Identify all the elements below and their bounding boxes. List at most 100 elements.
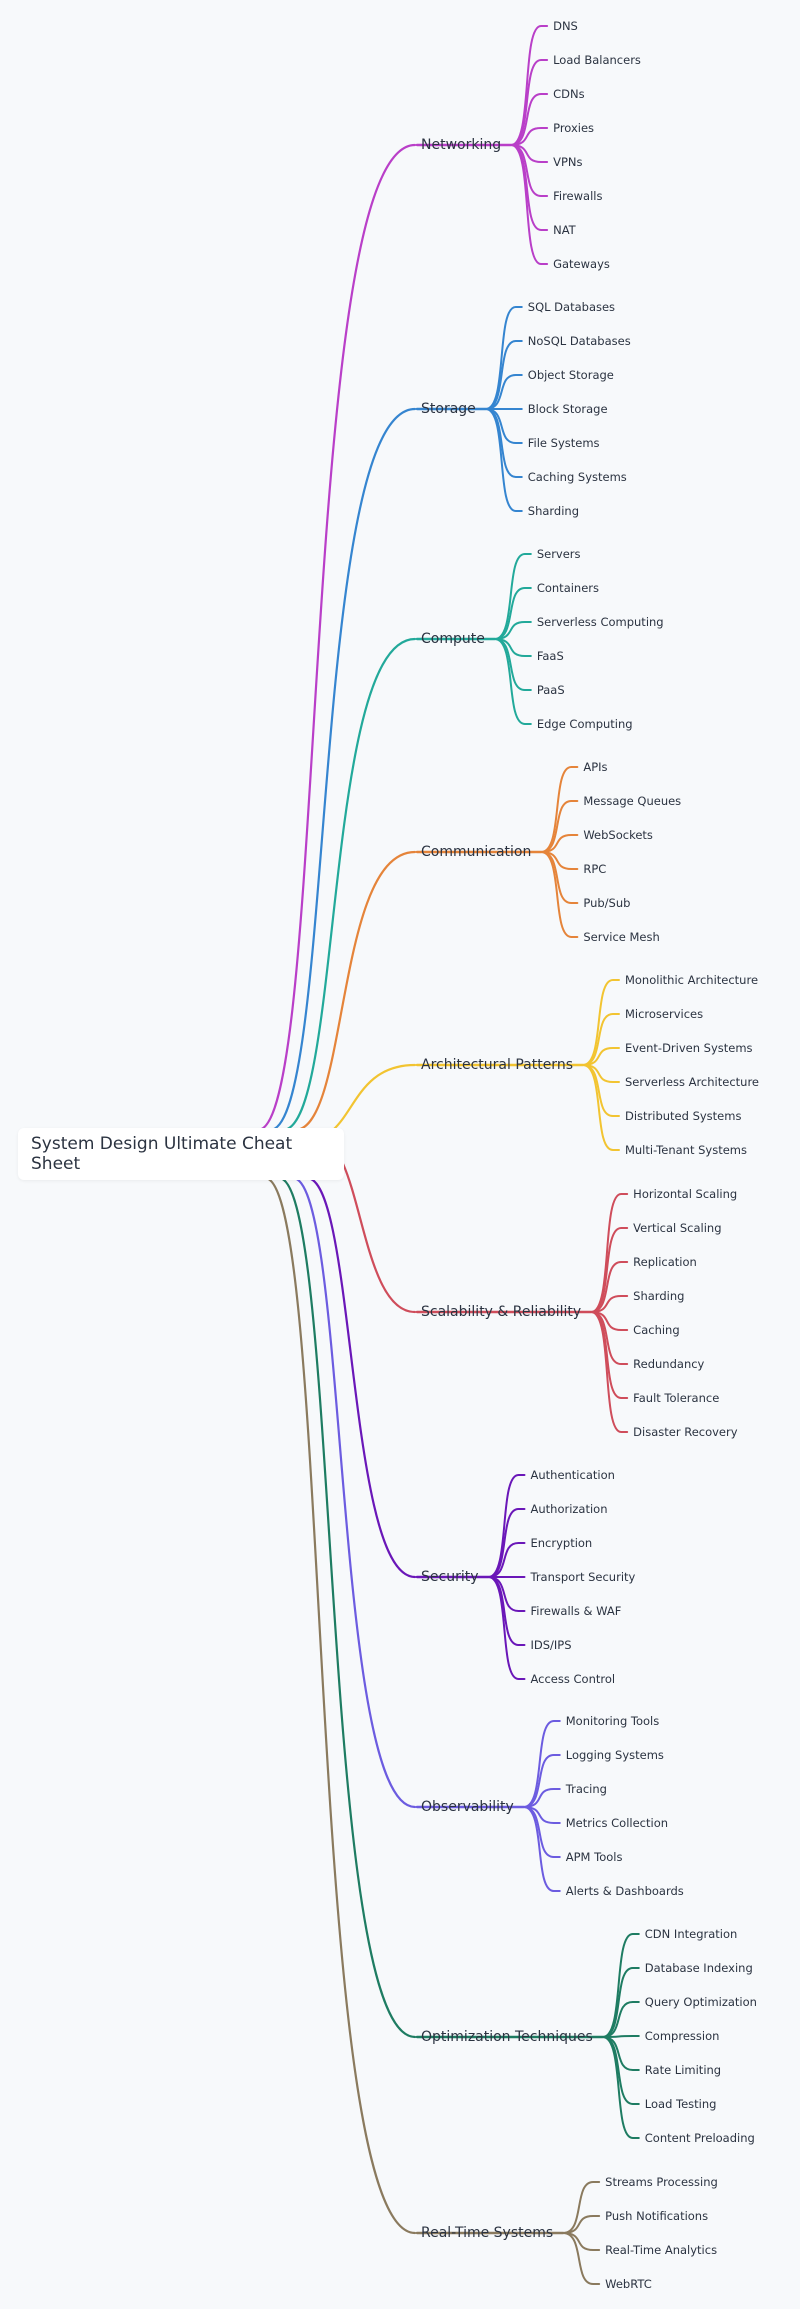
leaf-label[interactable]: Microservices — [624, 1007, 704, 1021]
leaf-label[interactable]: Firewalls — [553, 189, 603, 203]
leaf-label[interactable]: Gateways — [553, 257, 610, 271]
leaf-label[interactable]: Event-Driven Systems — [624, 1041, 753, 1055]
leaf-connector — [590, 1261, 629, 1313]
leaf-label[interactable]: APIs — [583, 760, 608, 774]
leaf-connector — [510, 144, 549, 265]
leaf-label[interactable]: File Systems — [527, 436, 600, 450]
leaf-label[interactable]: Load Testing — [644, 2097, 717, 2111]
leaf-connector — [487, 1576, 526, 1680]
leaf-label[interactable]: NAT — [553, 223, 576, 237]
leaf-label[interactable]: Query Optimization — [644, 1995, 757, 2009]
leaf-label[interactable]: Edge Computing — [536, 717, 633, 731]
leaf-label[interactable]: Sharding — [527, 504, 580, 518]
leaf-label[interactable]: Message Queues — [583, 794, 682, 808]
leaf-label[interactable]: Fault Tolerance — [633, 1391, 720, 1405]
leaf-label[interactable]: RPC — [583, 862, 607, 876]
leaf-label[interactable]: IDS/IPS — [530, 1638, 572, 1652]
leaf-label[interactable]: Serverless Computing — [536, 615, 664, 629]
leaf-label[interactable]: DNS — [553, 19, 578, 33]
branch-label-6[interactable]: Security — [421, 1569, 479, 1585]
branch-label-3[interactable]: Communication — [421, 844, 532, 860]
leaf-label[interactable]: Metrics Collection — [565, 1816, 669, 1830]
leaf-label[interactable]: APM Tools — [565, 1850, 623, 1864]
leaf-label[interactable]: Access Control — [530, 1672, 616, 1686]
leaf-connector — [540, 800, 579, 853]
branch-label-0[interactable]: Networking — [421, 137, 502, 153]
leaf-label[interactable]: VPNs — [553, 155, 583, 169]
leaf-label[interactable]: Object Storage — [527, 368, 614, 382]
leaf-label[interactable]: Logging Systems — [565, 1748, 664, 1762]
leaf-label[interactable]: Pub/Sub — [583, 896, 631, 910]
leaf-label[interactable]: Transport Security — [530, 1570, 636, 1584]
branch-label-5[interactable]: Scalability & Reliability — [421, 1304, 582, 1320]
branch-connector — [305, 1176, 417, 1579]
branch-label-1[interactable]: Storage — [421, 401, 476, 417]
leaf-label[interactable]: Serverless Architecture — [624, 1075, 759, 1089]
leaf-label[interactable]: Tracing — [565, 1782, 607, 1796]
leaf-label[interactable]: Encryption — [530, 1536, 593, 1550]
leaf-label[interactable]: Caching Systems — [527, 470, 627, 484]
leaf-label[interactable]: Real-Time Analytics — [605, 2243, 718, 2257]
leaf-label[interactable]: SQL Databases — [527, 300, 616, 314]
branch-connector — [263, 1176, 417, 2235]
leaf-label[interactable]: Firewalls & WAF — [530, 1604, 622, 1618]
leaf-connector — [493, 638, 532, 725]
branch-label-9[interactable]: Real-Time Systems — [421, 2225, 554, 2241]
branch-label-4[interactable]: Architectural Patterns — [421, 1057, 573, 1073]
leaf-label[interactable]: Block Storage — [527, 402, 608, 416]
leaf-connector — [510, 144, 549, 197]
leaf-label[interactable]: Service Mesh — [583, 930, 660, 944]
leaf-label[interactable]: Replication — [633, 1255, 697, 1269]
leaf-connector — [581, 1013, 620, 1066]
leaf-label[interactable]: Database Indexing — [644, 1961, 753, 1975]
branch-label-8[interactable]: Optimization Techniques — [421, 2029, 593, 2045]
leaf-label[interactable]: CDNs — [553, 87, 585, 101]
leaf-label[interactable]: Horizontal Scaling — [633, 1187, 738, 1201]
leaf-label[interactable]: WebRTC — [605, 2277, 652, 2291]
leaf-connector — [522, 1806, 561, 1892]
leaf-connector — [522, 1720, 561, 1808]
leaf-label[interactable]: Monolithic Architecture — [624, 973, 759, 987]
leaf-label[interactable]: Authentication — [530, 1468, 615, 1482]
leaf-connector — [522, 1788, 561, 1808]
leaf-label[interactable]: Disaster Recovery — [633, 1425, 738, 1439]
leaf-label[interactable]: Rate Limiting — [644, 2063, 722, 2077]
branch-label-2[interactable]: Compute — [421, 631, 485, 647]
leaf-label[interactable]: Load Balancers — [553, 53, 641, 67]
leaf-label[interactable]: FaaS — [536, 649, 564, 663]
leaf-label[interactable]: Vertical Scaling — [633, 1221, 722, 1235]
leaf-label[interactable]: Streams Processing — [605, 2175, 718, 2189]
leaf-label[interactable]: WebSockets — [583, 828, 653, 842]
leaf-label[interactable]: Containers — [536, 581, 600, 595]
leaf-label[interactable]: Compression — [644, 2029, 720, 2043]
leaf-connector — [510, 25, 549, 146]
leaf-connector — [487, 1542, 526, 1578]
branch-connector — [291, 1176, 417, 1809]
leaf-label[interactable]: NoSQL Databases — [527, 334, 631, 348]
leaf-connector — [487, 1576, 526, 1612]
leaf-connector — [562, 2232, 601, 2251]
branch-connector — [277, 1176, 417, 2039]
leaf-connector — [581, 1047, 620, 1066]
leaf-label[interactable]: CDN Integration — [644, 1927, 738, 1941]
leaf-label[interactable]: Redundancy — [633, 1357, 705, 1371]
leaf-connector — [601, 2001, 640, 2038]
leaf-connector — [590, 1193, 629, 1313]
leaf-label[interactable]: PaaS — [536, 683, 565, 697]
leaf-label[interactable]: Distributed Systems — [624, 1109, 742, 1123]
leaf-label[interactable]: Alerts & Dashboards — [565, 1884, 684, 1898]
root-node[interactable]: System Design Ultimate Cheat Sheet — [18, 1128, 344, 1180]
leaf-label[interactable]: Caching — [633, 1323, 680, 1337]
leaf-connector — [540, 834, 579, 853]
leaf-connector — [484, 408, 523, 444]
branch-label-7[interactable]: Observability — [421, 1799, 514, 1815]
leaf-label[interactable]: Monitoring Tools — [565, 1714, 660, 1728]
leaf-connector — [522, 1806, 561, 1858]
leaf-label[interactable]: Proxies — [553, 121, 595, 135]
leaf-label[interactable]: Sharding — [633, 1289, 685, 1303]
leaf-label[interactable]: Content Preloading — [644, 2131, 755, 2145]
leaf-label[interactable]: Authorization — [530, 1502, 608, 1516]
leaf-label[interactable]: Servers — [536, 547, 581, 561]
leaf-label[interactable]: Multi-Tenant Systems — [624, 1143, 747, 1157]
leaf-label[interactable]: Push Notifications — [605, 2209, 709, 2223]
